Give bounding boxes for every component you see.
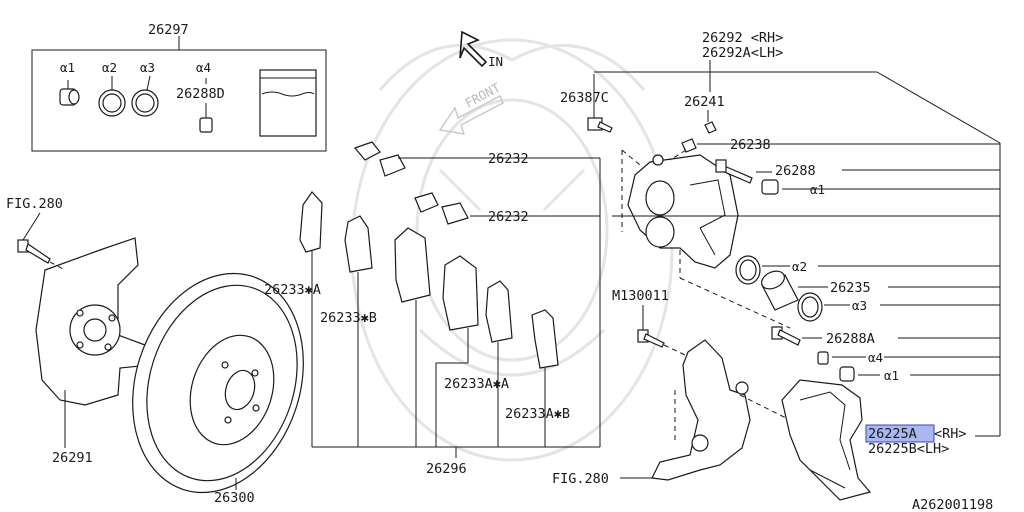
- bleeder-screw: [704, 110, 717, 134]
- arrow-in-icon: [459, 30, 488, 68]
- guide-pin-a: [771, 326, 822, 346]
- label-26387C: 26387C: [560, 90, 609, 106]
- highlight-26225A: [865, 424, 935, 443]
- pin-boot-lower: [839, 366, 880, 382]
- caliper-bolt: [587, 74, 613, 133]
- guide-pin: [715, 159, 772, 184]
- label-boot-a1: α1: [884, 368, 899, 383]
- label-26291: 26291: [52, 450, 93, 466]
- bleeder-cap: [669, 138, 728, 161]
- label-26300: 26300: [214, 490, 255, 506]
- kit-seal-ring-icon: [98, 76, 126, 117]
- label-26233A-B: 26233A✱B: [505, 406, 570, 422]
- label-26233-B: 26233✱B: [320, 310, 377, 326]
- kit-pin-boot-icon: [59, 80, 80, 106]
- piston: [761, 270, 828, 311]
- label-26288: 26288: [775, 163, 816, 179]
- label-26233A-A: 26233A✱A: [444, 376, 509, 392]
- label-26297: 26297: [148, 22, 189, 38]
- label-26232-lower: 26232: [488, 209, 529, 225]
- label-boot-a4: α4: [868, 350, 883, 365]
- steering-knuckle: [620, 339, 751, 481]
- label-kit-a4: α4: [196, 60, 211, 75]
- label-26238: 26238: [730, 137, 771, 153]
- diagram-id: A262001198: [912, 497, 993, 512]
- label-kit-a1: α1: [60, 60, 75, 75]
- caliper-callout-lines: [594, 60, 1001, 437]
- pad-shims-group: [299, 141, 601, 458]
- label-boot-a3: α3: [852, 298, 867, 313]
- label-fig280-bottom: FIG.280: [552, 471, 609, 487]
- m130011-bolt: [637, 305, 791, 440]
- label-in: IN: [488, 54, 503, 69]
- label-26225A-rh: <RH>: [934, 426, 967, 442]
- label-26225B-lh: 26225B<LH>: [868, 441, 949, 457]
- fig280-top-bolt: [17, 212, 66, 271]
- label-26235: 26235: [830, 280, 871, 296]
- kit-small-boot-icon: [199, 78, 213, 133]
- label-kit-a2: α2: [102, 60, 117, 75]
- label-26296: 26296: [426, 461, 467, 477]
- label-M130011: M130011: [612, 288, 669, 304]
- piston-seal: [735, 255, 790, 285]
- pad-support-bracket: [781, 379, 872, 501]
- dust-cover: [35, 237, 151, 448]
- grease-packet-icon: [259, 69, 317, 137]
- caliper-assembly: [621, 149, 791, 329]
- label-26232-upper: 26232: [488, 151, 529, 167]
- label-26241: 26241: [684, 94, 725, 110]
- arrow-front-icon: [438, 95, 504, 135]
- piston-boot: [797, 292, 850, 322]
- label-fig280-top: FIG.280: [6, 196, 63, 212]
- label-26288D: 26288D: [176, 86, 225, 102]
- label-seal-a2: α2: [792, 259, 807, 274]
- kit-piston-boot-icon: [131, 75, 159, 117]
- label-kit-a3: α3: [140, 60, 155, 75]
- label-26292-rh: 26292 <RH>: [702, 30, 783, 46]
- label-26292A-lh: 26292A<LH>: [702, 45, 783, 61]
- small-boot: [817, 351, 866, 365]
- kit-box: [31, 36, 327, 152]
- label-26288A: 26288A: [826, 331, 875, 347]
- brake-rotor: [132, 272, 304, 494]
- label-26225A: 26225A: [868, 426, 917, 442]
- label-pin-a1: α1: [810, 182, 825, 197]
- label-26233-A: 26233✱A: [264, 282, 321, 298]
- watermark-emblem: [350, 38, 674, 462]
- pin-boot: [761, 179, 808, 195]
